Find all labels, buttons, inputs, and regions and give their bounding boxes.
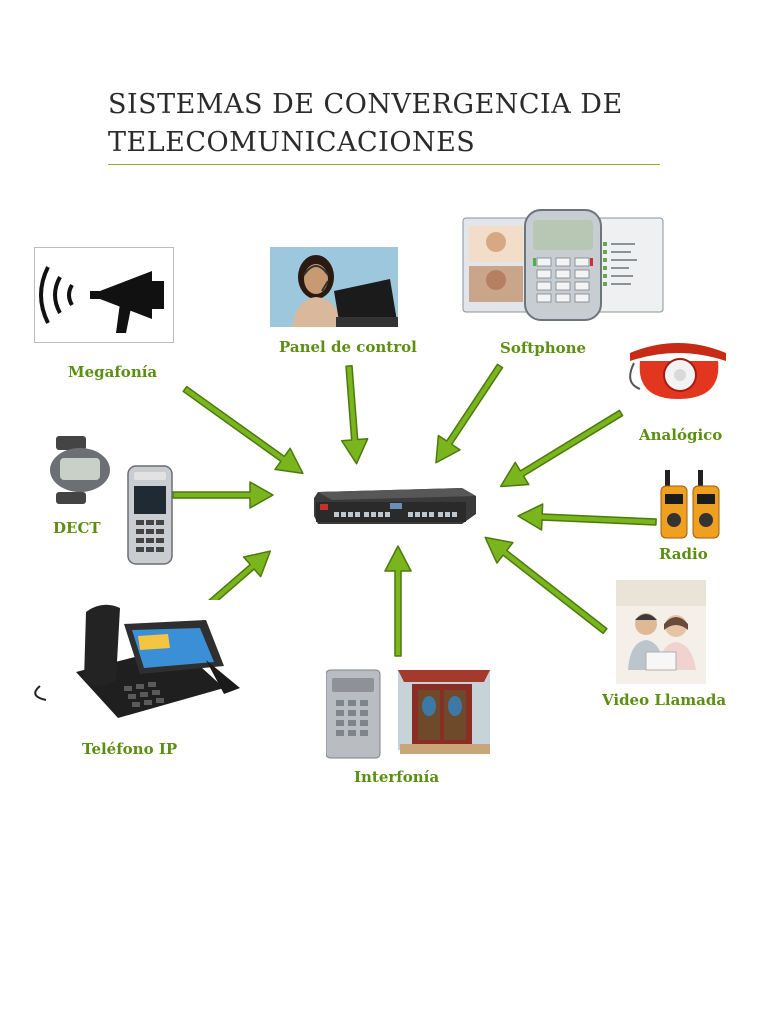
softphone-window-icon xyxy=(462,209,664,321)
video-call-icon xyxy=(616,580,706,684)
pbx-switch-icon xyxy=(314,488,476,524)
label-analogico: Analógico xyxy=(639,426,723,444)
label-dect: DECT xyxy=(53,519,101,537)
label-radio: Radio xyxy=(659,545,708,563)
title-line-2: TELECOMUNICACIONES xyxy=(108,127,476,158)
rotary-phone-icon xyxy=(629,343,726,399)
label-video-llamada: Video Llamada xyxy=(602,691,727,709)
page-title: SISTEMAS DE CONVERGENCIA DE TELECOMUNICA… xyxy=(108,86,668,162)
arrow-panel xyxy=(340,365,369,465)
arrow-radio xyxy=(517,503,657,531)
megaphone-icon xyxy=(34,247,174,343)
intercom-door-icon xyxy=(326,669,490,759)
walkie-talkie-icon xyxy=(660,470,720,539)
title-divider xyxy=(108,164,660,165)
label-megafonia: Megafonía xyxy=(68,363,158,381)
arrow-video xyxy=(484,536,608,635)
label-telefono-ip: Teléfono IP xyxy=(82,740,178,758)
label-panel: Panel de control xyxy=(279,338,417,356)
ip-phone-icon xyxy=(28,600,260,722)
arrow-analogico xyxy=(499,409,624,488)
arrow-megafonia xyxy=(182,385,304,475)
title-line-1: SISTEMAS DE CONVERGENCIA DE xyxy=(108,89,623,120)
dect-handset-icon xyxy=(50,436,173,565)
label-softphone: Softphone xyxy=(500,339,587,357)
arrow-softphone xyxy=(435,363,504,464)
arrow-interfonia xyxy=(384,545,412,657)
arrow-dect xyxy=(172,481,274,509)
operator-headset-icon xyxy=(270,247,398,327)
label-interfonia: Interfonía xyxy=(354,768,440,786)
